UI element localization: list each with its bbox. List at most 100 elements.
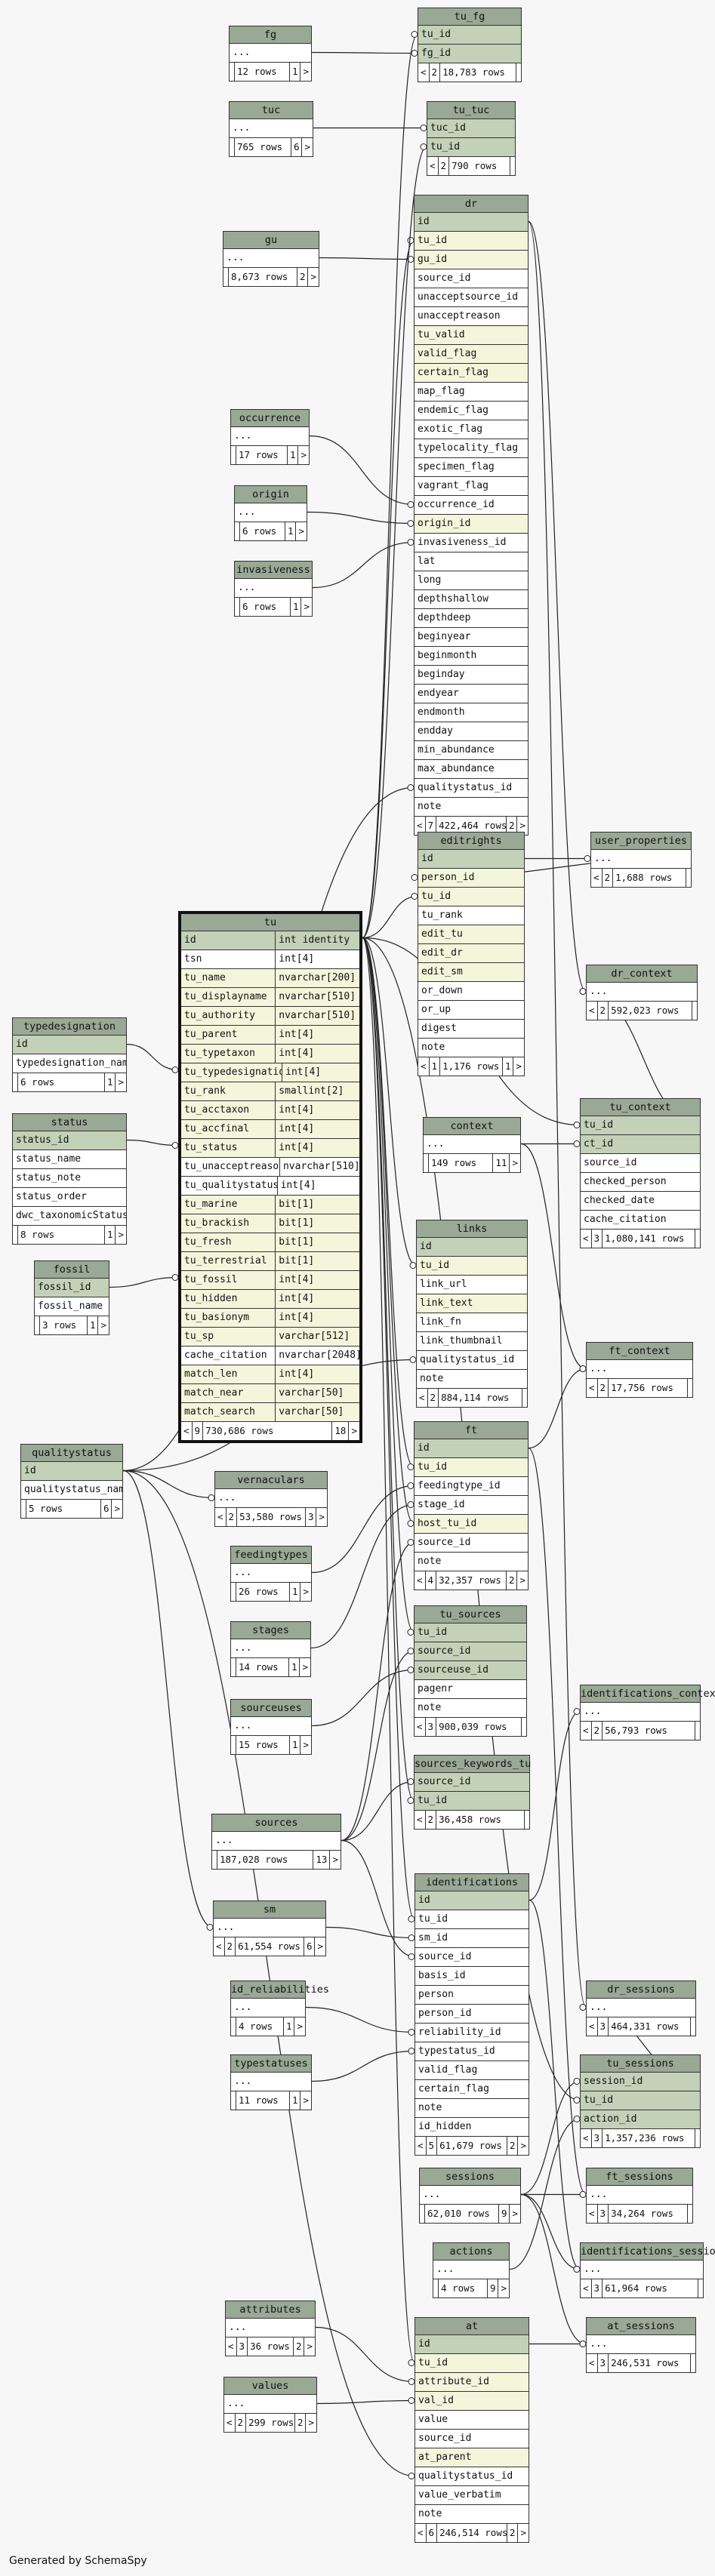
- table-header[interactable]: fg: [230, 26, 311, 44]
- table-row: ...: [231, 427, 309, 446]
- table-header[interactable]: tu_fg: [418, 8, 521, 26]
- table-header[interactable]: tu_context: [581, 1099, 700, 1116]
- table-header[interactable]: identifications: [415, 1874, 529, 1891]
- table-header[interactable]: status: [13, 1114, 126, 1131]
- table-header[interactable]: identifications_context: [581, 1685, 715, 1703]
- table-header[interactable]: fossil: [35, 1261, 109, 1279]
- table-header[interactable]: sessions: [420, 2168, 520, 2186]
- table-header[interactable]: invasiveness: [235, 562, 312, 579]
- table-header[interactable]: typestatuses: [231, 2055, 311, 2073]
- table-header[interactable]: occurrence: [231, 410, 309, 427]
- table-header[interactable]: links: [417, 1220, 527, 1238]
- table-header[interactable]: dr_context: [587, 965, 697, 983]
- table-header[interactable]: editrights: [418, 833, 524, 850]
- table-header[interactable]: ft_context: [587, 1343, 692, 1360]
- table-header[interactable]: qualitystatus: [21, 1445, 122, 1462]
- relationship-end-marker: [407, 1482, 415, 1489]
- table-header[interactable]: user_properties: [591, 833, 691, 850]
- table-header[interactable]: tu_sources: [415, 1606, 526, 1623]
- table-header[interactable]: tuc: [230, 102, 313, 119]
- footer-cell: <: [214, 1937, 225, 1956]
- column-name: tu_fresh: [184, 1236, 232, 1248]
- table-header[interactable]: actions: [433, 2243, 509, 2261]
- table-header[interactable]: attributes: [226, 2301, 315, 2319]
- table-header[interactable]: stages: [231, 1622, 310, 1639]
- footer-cell: 149 rows: [429, 1154, 494, 1172]
- table-header[interactable]: ft_sessions: [587, 2168, 692, 2186]
- table-header[interactable]: sourceuses: [231, 1700, 311, 1717]
- table-header[interactable]: ft: [415, 1422, 528, 1439]
- table-header[interactable]: identifications_sessions: [581, 2243, 715, 2261]
- table-header[interactable]: dr: [415, 195, 528, 213]
- table-header[interactable]: sources_keywords_tu: [415, 1756, 531, 1773]
- table-header[interactable]: id_reliabilities: [231, 1981, 329, 1999]
- table-header[interactable]: at_sessions: [587, 2318, 695, 2335]
- footer-cell: >: [520, 2140, 526, 2151]
- table-header[interactable]: feedingtypes: [231, 1547, 311, 1564]
- table-header[interactable]: vernaculars: [215, 1472, 327, 1489]
- table-header[interactable]: tu_tuc: [427, 102, 515, 119]
- table-row: or_up: [418, 1001, 524, 1020]
- table-header[interactable]: tu_sessions: [581, 2055, 700, 2073]
- table-header[interactable]: values: [224, 2377, 316, 2395]
- footer-cell: >: [297, 2020, 303, 2032]
- table-header[interactable]: gu: [223, 232, 319, 249]
- table-header[interactable]: context: [424, 1118, 520, 1135]
- table-header[interactable]: tu: [181, 914, 359, 931]
- relationship-line: [362, 895, 418, 939]
- table-header[interactable]: sources: [212, 1814, 341, 1832]
- table-row: ...: [587, 1999, 695, 2017]
- table-header[interactable]: origin: [235, 486, 307, 503]
- table-header[interactable]: typedesignation: [13, 1018, 126, 1036]
- column-name: ...: [218, 1492, 236, 1503]
- table-header[interactable]: at: [415, 2318, 529, 2335]
- table-header[interactable]: dr_sessions: [587, 1981, 695, 1999]
- table-header[interactable]: sm: [214, 1901, 325, 1919]
